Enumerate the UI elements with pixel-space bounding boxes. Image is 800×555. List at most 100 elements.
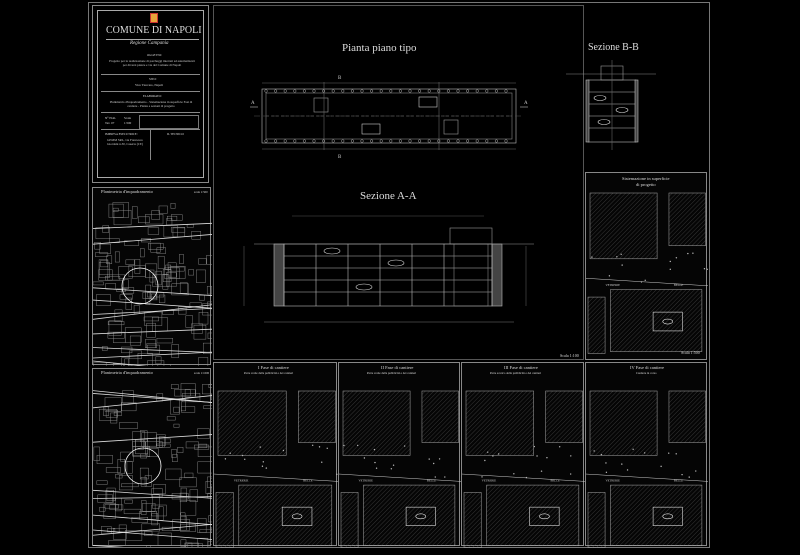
building-block [153, 484, 165, 493]
tree-mark [492, 455, 493, 456]
num-value: Tav. 07 [105, 121, 114, 125]
tree-mark [601, 454, 602, 455]
main-drawing-area: Pianta piano tipo Sezione A-A Scala 1:10… [213, 5, 584, 360]
building-block [135, 259, 140, 273]
building-block [93, 282, 103, 285]
building-block [129, 265, 146, 276]
column-mark [390, 140, 393, 143]
column-mark [447, 90, 450, 93]
building-block [198, 429, 210, 439]
column-mark [342, 140, 345, 143]
column-mark [409, 90, 412, 93]
tree-mark [632, 449, 633, 450]
column-mark [409, 140, 412, 143]
column-mark [284, 140, 287, 143]
building-block [120, 295, 133, 299]
phase-3-title: III Fase di cantiere [504, 365, 538, 370]
tree-mark [668, 452, 669, 453]
building-block [147, 344, 157, 348]
section-bb-title: Sezione B-B [588, 42, 639, 53]
building-block [188, 544, 203, 547]
building-block [178, 447, 183, 452]
tree-mark [327, 448, 328, 449]
phase-1-panel: I Fase di cantiere Parte verde della pub… [213, 362, 337, 546]
building-block [173, 520, 190, 531]
building-block [180, 283, 187, 294]
building-block [125, 500, 133, 503]
building-block [141, 501, 146, 515]
street-label-2: BELLE [427, 478, 436, 482]
left-top-map-svg [93, 188, 212, 366]
building-block [209, 516, 212, 522]
building-block [158, 364, 171, 366]
building-block [202, 385, 212, 394]
tree-mark [433, 463, 434, 464]
column-mark [495, 90, 498, 93]
building-block [125, 328, 141, 343]
tecnico-label: IL TECNICO: [167, 132, 184, 136]
column-mark [418, 90, 421, 93]
building-block [298, 391, 335, 443]
tree-mark [262, 466, 263, 467]
street-label-2: BELLE [303, 478, 312, 482]
column-mark [332, 90, 335, 93]
building-block [198, 462, 212, 473]
building-block [97, 481, 107, 485]
tree-mark [609, 275, 610, 276]
building-block [199, 312, 208, 324]
tree-mark [593, 450, 594, 451]
building-block [466, 391, 534, 455]
street-edge [586, 278, 708, 286]
building-block [120, 422, 138, 428]
tree-mark [225, 458, 226, 459]
building-block [108, 321, 124, 324]
column-mark [313, 90, 316, 93]
tree-mark [644, 452, 645, 453]
column-mark [322, 90, 325, 93]
tree-mark [283, 450, 284, 451]
cut-label-a-left: A [251, 101, 255, 106]
building-block [148, 228, 159, 235]
section-aa [244, 216, 534, 322]
building-block [209, 384, 212, 388]
building-block [101, 526, 111, 533]
building-block [199, 357, 208, 366]
building-block [422, 391, 459, 443]
building-block [116, 474, 122, 478]
column-mark [322, 140, 325, 143]
phase-1-title: I Fase di cantiere [258, 365, 289, 370]
building-block [239, 485, 332, 546]
tree-mark [374, 449, 375, 450]
building-block [199, 258, 206, 264]
tree-mark [534, 446, 535, 447]
tree-mark [541, 470, 542, 471]
column-mark [332, 140, 335, 143]
building-block [590, 391, 657, 455]
tree-mark [484, 460, 485, 461]
building-block [180, 516, 186, 530]
building-block [109, 204, 123, 217]
building-block [138, 217, 149, 223]
building-block [181, 407, 195, 413]
building-block [207, 477, 212, 488]
tree-mark [670, 269, 671, 270]
building-block [590, 193, 657, 259]
building-block [207, 255, 212, 264]
column-mark [274, 90, 277, 93]
tree-mark [435, 476, 436, 477]
building-block [610, 485, 702, 546]
street-line [93, 545, 212, 547]
tree-mark [244, 459, 245, 460]
building-block [196, 270, 205, 282]
tree-mark [605, 462, 606, 463]
cut-label-b-bottom: B [338, 155, 342, 160]
building-block [211, 394, 212, 400]
left-bottom-map-svg [93, 369, 212, 547]
sito-text: Vico Tiaccaro, Napoli [135, 83, 163, 87]
street-line [93, 300, 212, 308]
building-block [158, 256, 164, 268]
tree-mark [260, 446, 261, 447]
building-block [167, 417, 175, 420]
building-block [140, 511, 157, 519]
